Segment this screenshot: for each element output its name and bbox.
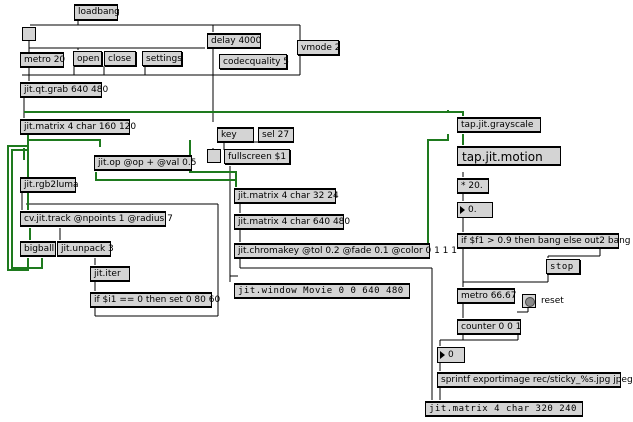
open-message[interactable]: open: [73, 51, 102, 66]
multiply-object[interactable]: * 20.: [457, 178, 489, 194]
settings-message[interactable]: settings: [142, 51, 182, 66]
jit-window-object[interactable]: jit.window Movie 0 0 640 480: [234, 283, 410, 299]
qt-grab-object[interactable]: jit.qt.grab 640 480: [20, 82, 108, 98]
metro-20-object[interactable]: metro 20: [20, 52, 65, 68]
rgb2luma-object[interactable]: jit.rgb2luma: [20, 177, 79, 193]
reset-bang[interactable]: [522, 294, 536, 308]
float-number-box[interactable]: 0.: [457, 202, 493, 218]
int-number-value: 0: [448, 350, 454, 360]
chromakey-object[interactable]: jit.chromakey @tol 0.2 @fade 0.1 @color …: [234, 243, 457, 259]
grayscale-object[interactable]: tap.jit.grayscale: [457, 117, 541, 133]
close-message[interactable]: close: [104, 51, 136, 66]
number-arrow-icon: [440, 351, 445, 359]
key-object[interactable]: key: [217, 127, 254, 143]
number-arrow-icon: [460, 206, 465, 214]
codecquality-message[interactable]: codecquality 5: [219, 54, 289, 69]
matrix-32-object[interactable]: jit.matrix 4 char 32 24: [234, 188, 339, 204]
if-bang-object[interactable]: if $f1 > 0.9 then bang else out2 bang: [457, 233, 631, 249]
counter-object[interactable]: counter 0 0 1: [457, 319, 521, 335]
loadbang-object[interactable]: loadbang: [74, 4, 120, 21]
sel-27-object[interactable]: sel 27: [258, 127, 294, 143]
bigball-object[interactable]: bigball: [20, 241, 56, 257]
stop-message[interactable]: stop: [546, 259, 580, 274]
sprintf-object[interactable]: sprintf exportimage rec/sticky_%s.jpg jp…: [437, 372, 633, 388]
vmode-message[interactable]: vmode 2: [297, 40, 340, 55]
jit-unpack-object[interactable]: jit.unpack 3: [57, 241, 114, 257]
metro-toggle[interactable]: [22, 27, 36, 41]
jit-iter-object[interactable]: jit.iter: [90, 266, 130, 282]
matrix-160-object[interactable]: jit.matrix 4 char 160 120: [20, 119, 136, 135]
cv-jit-track-object[interactable]: cv.jit.track @npoints 1 @radius 7: [20, 211, 173, 227]
reset-comment: reset: [541, 296, 564, 306]
motion-object[interactable]: tap.jit.motion: [457, 146, 561, 166]
jit-op-object[interactable]: jit.op @op + @val 0.5: [94, 155, 196, 171]
bang-circle-icon: [525, 297, 535, 307]
fullscreen-message[interactable]: fullscreen $1: [224, 149, 290, 164]
float-number-value: 0.: [468, 205, 477, 215]
matrix-320-object[interactable]: jit.matrix 4 char 320 240: [425, 401, 583, 417]
metro-6667-object[interactable]: metro 66.67: [457, 288, 516, 304]
fullscreen-toggle[interactable]: [207, 149, 221, 163]
int-number-box[interactable]: 0: [437, 347, 465, 363]
matrix-640-object[interactable]: jit.matrix 4 char 640 480: [234, 214, 350, 230]
delay-4000-object[interactable]: delay 4000: [207, 33, 261, 49]
if-set-object[interactable]: if $i1 == 0 then set 0 80 60: [90, 292, 220, 308]
